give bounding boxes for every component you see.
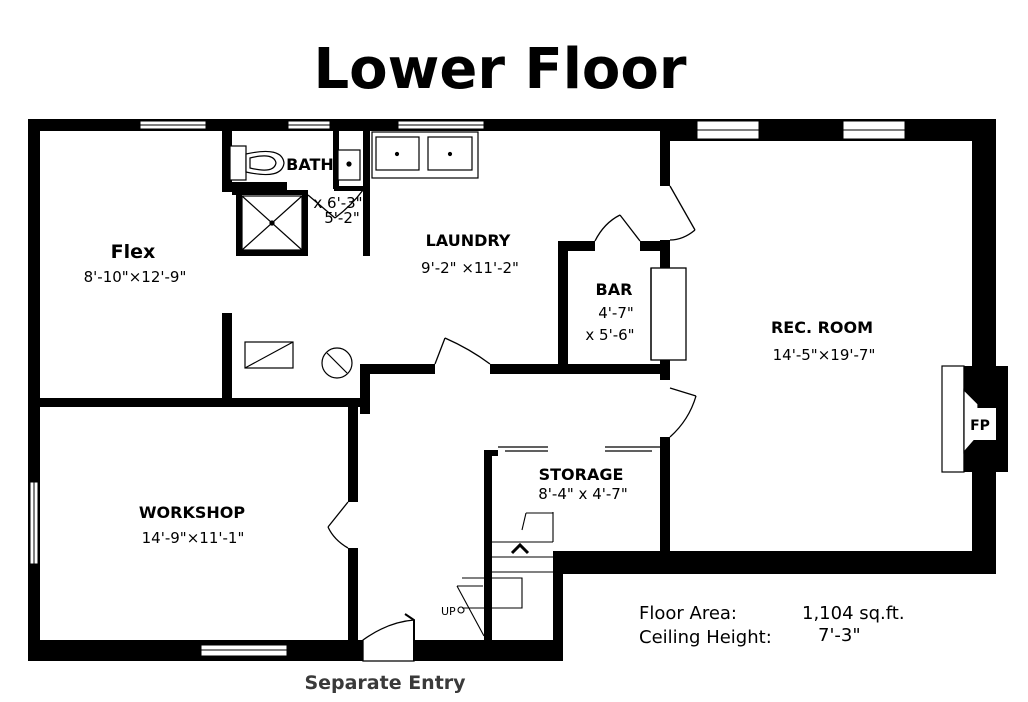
interior-walls <box>28 131 670 648</box>
page-title: Lower Floor <box>314 37 687 102</box>
ceiling-height-value: 7'-3" <box>818 625 861 646</box>
room-label-bar: BAR <box>596 280 633 299</box>
stairs <box>456 512 554 637</box>
doors <box>307 185 697 549</box>
entry-door[interactable] <box>362 613 415 662</box>
room-label-flex: Flex <box>111 241 156 263</box>
room-dims-flex: 8'-10"×12'-9" <box>84 268 187 286</box>
fireplace: FP <box>941 365 1008 473</box>
room-dims-bar-1: 4'-7" <box>598 304 634 322</box>
laundry-fixtures <box>244 131 479 379</box>
room-label-storage: STORAGE <box>539 465 624 484</box>
room-dims-bath-2: 5'-2" <box>324 209 360 227</box>
room-dims-laundry: 9'-2" ×11'-2" <box>421 259 519 277</box>
room-label-laundry: LAUNDRY <box>426 231 511 250</box>
room-dims-workshop: 14'-9"×11'-1" <box>142 529 245 547</box>
windows <box>29 120 906 657</box>
room-dims-storage: 8'-4" x 4'-7" <box>538 485 627 503</box>
entry-label: Separate Entry <box>304 672 466 694</box>
stairs-label: UP <box>441 605 456 618</box>
floor-area-value: 1,104 sq.ft. <box>802 603 905 624</box>
room-label-bath: BATH <box>286 155 334 174</box>
bath-fixtures <box>229 145 361 251</box>
room-label-rec-room: REC. ROOM <box>771 318 873 337</box>
room-dims-bath-1: x 6'-3" <box>313 194 362 212</box>
floor-area-label: Floor Area: <box>639 603 737 624</box>
ceiling-height-label: Ceiling Height: <box>639 627 772 648</box>
exterior-walls <box>28 119 996 661</box>
room-dims-bar-2: x 5'-6" <box>585 326 634 344</box>
room-dims-rec-room: 14'-5"×19'-7" <box>773 346 876 364</box>
fireplace-label: FP <box>970 418 990 434</box>
room-label-workshop: WORKSHOP <box>139 503 245 522</box>
